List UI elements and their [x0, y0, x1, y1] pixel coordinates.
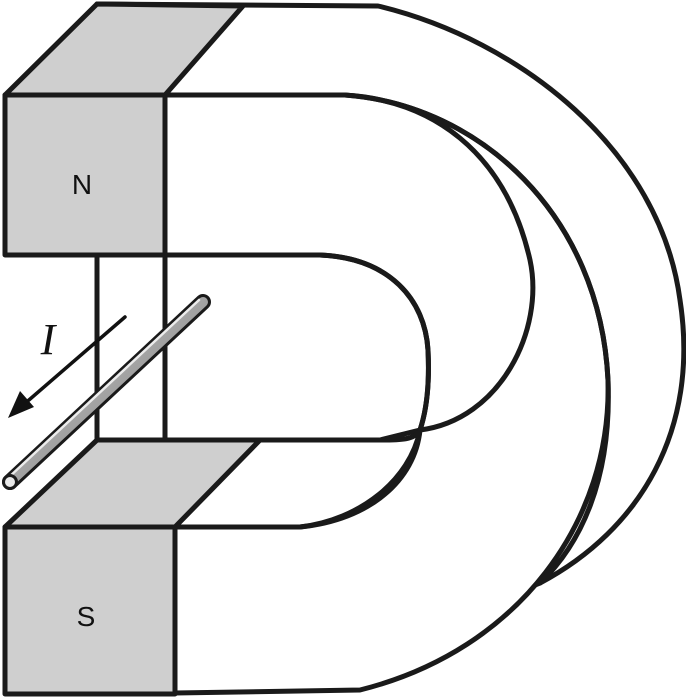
current-wire	[2, 294, 211, 490]
north-pole-label: N	[72, 169, 92, 200]
south-pole-label: S	[77, 601, 96, 632]
magnet-lower-inner-edge	[172, 427, 423, 530]
south-pole-front-face	[2, 524, 178, 697]
current-label: I	[40, 315, 58, 364]
north-pole-front-face	[2, 92, 168, 258]
arrowhead-icon	[8, 391, 34, 418]
wire-end-cap	[2, 474, 18, 490]
current-direction-arrow	[8, 315, 127, 418]
magnet-inner-curve	[162, 252, 431, 443]
magnet-mid-edge	[342, 92, 611, 586]
